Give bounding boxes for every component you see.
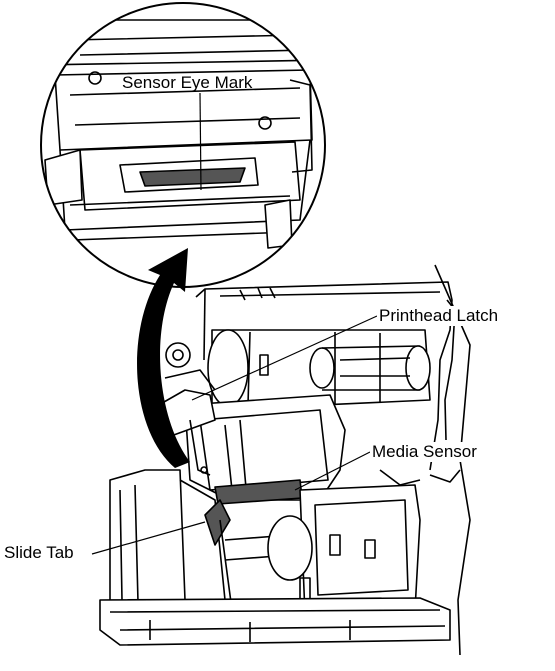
- callout-media-sensor: Media Sensor: [370, 442, 479, 462]
- curved-arrow: [137, 248, 190, 468]
- callout-printhead-latch: Printhead Latch: [377, 306, 501, 326]
- magnified-inset: [40, 2, 326, 288]
- leader-sensor-eye: [199, 92, 202, 191]
- leader-lines: [91, 92, 378, 555]
- callout-slide-tab: Slide Tab: [2, 543, 76, 563]
- callout-sensor-eye-mark: Sensor Eye Mark: [122, 73, 253, 92]
- printer-body: [99, 264, 471, 656]
- leader-slide-tab: [91, 521, 206, 555]
- leader-media-sensor: [294, 451, 371, 491]
- leader-printhead-latch: [191, 315, 378, 401]
